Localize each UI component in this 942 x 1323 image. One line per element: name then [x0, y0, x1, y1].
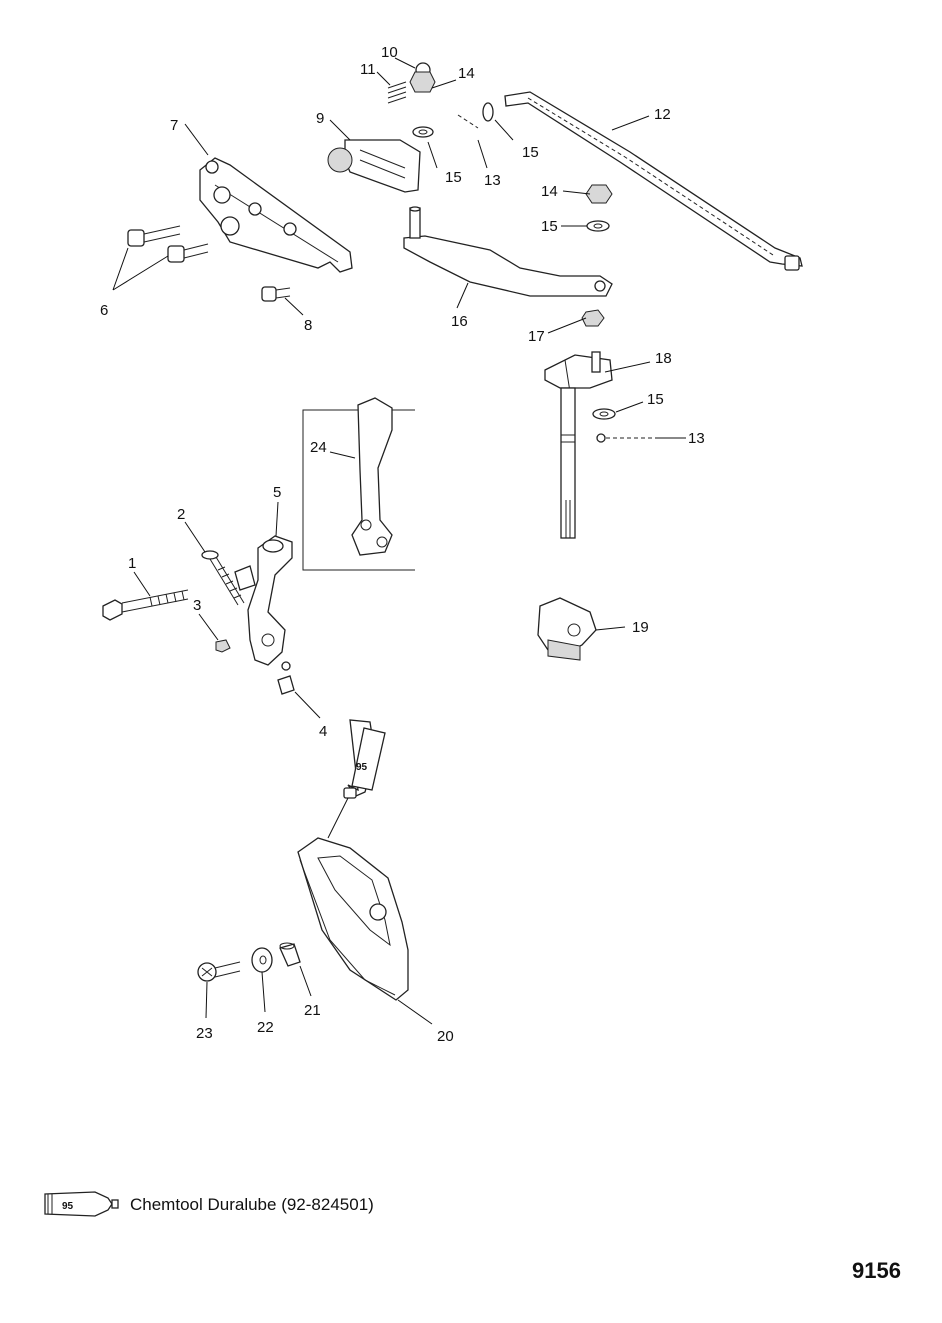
label-part-16: 16: [451, 313, 468, 330]
label-part-21: 21: [304, 1002, 321, 1019]
legend: 95 Chemtool Duralube (92-824501): [44, 1191, 374, 1217]
label-part-20: 20: [437, 1028, 454, 1045]
label-part-9: 9: [316, 110, 324, 127]
bushing-part-4: [277, 675, 295, 695]
lever-part-5: [234, 535, 293, 671]
label-part-23: 23: [196, 1025, 213, 1042]
bolt-part-1: [102, 589, 189, 621]
label-part-6: 6: [100, 302, 108, 319]
cover-part-20: [297, 837, 409, 1001]
spacer-part-21: [279, 942, 301, 967]
label-part-22: 22: [257, 1019, 274, 1036]
nut-part-14-top: [409, 71, 436, 93]
grease-tube-95: 95: [343, 719, 386, 799]
block-part-9: [327, 139, 421, 193]
label-part-15-top: 15: [445, 169, 462, 186]
bracket-part-7: [199, 157, 353, 273]
nut-part-17: [581, 309, 605, 327]
label-part-18: 18: [655, 350, 672, 367]
label-part-3: 3: [193, 597, 201, 614]
label-part-13-top: 13: [484, 172, 501, 189]
shaft-part-18: [544, 351, 613, 539]
leader-lines: [112, 57, 686, 1025]
label-part-11: 11: [360, 61, 376, 78]
legend-tube-number: 95: [62, 1201, 74, 1212]
arm-part-16: [403, 206, 613, 297]
legend-text: Chemtool Duralube (92-824501): [130, 1195, 374, 1214]
washer-part-15-right: [586, 220, 610, 232]
figure-number: 9156: [852, 1258, 901, 1283]
label-part-10: 10: [381, 44, 398, 61]
label-part-15-right: 15: [541, 218, 558, 235]
label-part-15-shaft: 15: [647, 391, 664, 408]
washer-part-15-shaft: [592, 408, 616, 420]
legend-tube-icon: 95: [44, 1191, 119, 1217]
screw-part-2: [201, 550, 245, 606]
label-part-5: 5: [273, 484, 281, 501]
washer-part-15-top: [412, 126, 434, 138]
inset-detail-box: [302, 397, 415, 571]
screw-part-6: [127, 225, 209, 263]
screw-part-13-shaft: [596, 433, 655, 443]
rod-part-12: [504, 91, 803, 271]
screw-part-8: [261, 286, 291, 302]
washer-part-22: [251, 947, 273, 973]
label-part-2: 2: [177, 506, 185, 523]
label-part-12: 12: [654, 106, 671, 123]
label-part-8: 8: [304, 317, 312, 334]
label-part-19: 19: [632, 619, 649, 636]
label-part-24: 24: [310, 439, 327, 456]
part-labels: 10 11 14 9 15 15 13 12 7 14 15 6 8 16 17…: [100, 44, 705, 1045]
label-part-14-right: 14: [541, 183, 558, 200]
label-part-1: 1: [128, 555, 136, 572]
screw-part-13-top: [457, 114, 479, 129]
label-part-7: 7: [170, 117, 178, 134]
screw-part-23: [197, 961, 241, 982]
label-part-15-top-right: 15: [522, 144, 539, 161]
label-part-14-top: 14: [458, 65, 475, 82]
cam-part-19: [537, 597, 597, 661]
pin-part-3: [215, 639, 231, 653]
label-part-13-shaft: 13: [688, 430, 705, 447]
spring-part-11: [387, 81, 407, 104]
label-part-4: 4: [319, 723, 327, 740]
washer-part-15-top-right: [482, 102, 494, 122]
label-part-17: 17: [528, 328, 545, 345]
tube-callout-text: 95: [356, 762, 368, 773]
